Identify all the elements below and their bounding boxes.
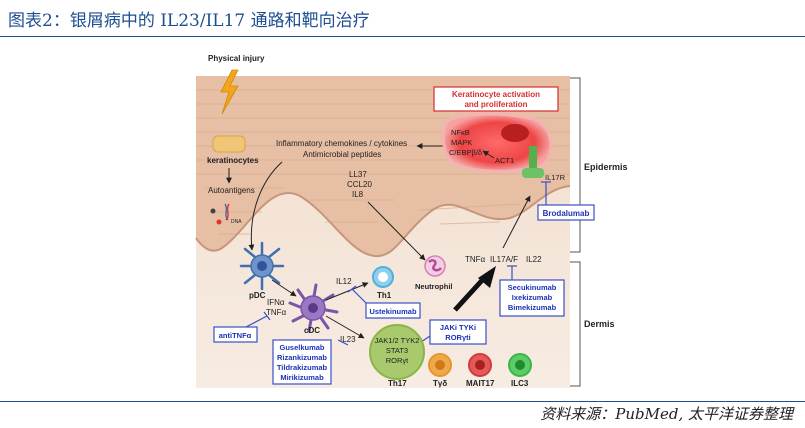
pdc-label: pDC bbox=[249, 291, 266, 300]
antitnfa-label: antiTNFα bbox=[219, 331, 252, 340]
dermis-bracket bbox=[570, 261, 581, 387]
il12-label: IL12 bbox=[336, 277, 352, 286]
rizankizumab-label: Rizankizumab bbox=[277, 353, 327, 362]
cdc-cell bbox=[288, 283, 339, 333]
ustekinumab-inhibit-line bbox=[351, 288, 369, 306]
th1-nucleus bbox=[378, 272, 388, 282]
skin-texture bbox=[196, 89, 570, 235]
brodalumab-label: Brodalumab bbox=[543, 209, 590, 218]
activation-box bbox=[433, 86, 559, 112]
il17r-receptor bbox=[522, 168, 544, 178]
keratinocyte-nucleus bbox=[501, 124, 529, 142]
ilc3-label: ILC3 bbox=[511, 379, 529, 388]
il17r-receptor bbox=[529, 146, 537, 170]
mait17-label: MAIT17 bbox=[466, 379, 495, 388]
autoantigen-dot bbox=[210, 208, 216, 214]
nfkb-label: NFκB bbox=[451, 128, 470, 137]
arrow-cdc-to-th1 bbox=[325, 282, 369, 301]
keratinocyte-icon bbox=[212, 135, 246, 153]
basement-membrane bbox=[195, 185, 571, 258]
epidermis-label: Epidermis bbox=[584, 162, 628, 172]
il23-label: IL23 bbox=[340, 335, 356, 344]
tgd-nucleus bbox=[435, 360, 445, 370]
ccl20-label: CCL20 bbox=[347, 180, 372, 189]
th17-output-arrow-shaft bbox=[453, 274, 488, 312]
antimicrobial-label: Antimicrobial peptides bbox=[303, 150, 381, 159]
act1-label: ACT1 bbox=[495, 156, 514, 165]
cebp-label: C/EBPβ/δ bbox=[449, 148, 482, 157]
tildrakizumab-label: Tildrakizumab bbox=[277, 363, 328, 372]
arrow-to-pdc bbox=[248, 161, 283, 251]
arrow-il17-to-receptor bbox=[502, 195, 531, 249]
arrow-to-neutrophil bbox=[367, 201, 426, 261]
il17r-label: IL17R bbox=[545, 173, 566, 182]
page-title: 图表2：银屑病中的 IL23/IL17 通路和靶向治疗 bbox=[8, 11, 370, 31]
mirikizumab-label: Mirikizumab bbox=[280, 373, 324, 382]
ustekinumab-box bbox=[365, 302, 421, 319]
jak-label-line2: RORγti bbox=[445, 333, 470, 342]
il17-drug-box bbox=[499, 279, 565, 317]
mait17-nucleus bbox=[475, 360, 485, 370]
th17-label: Th17 bbox=[388, 379, 407, 388]
dna-label: DNA bbox=[231, 219, 242, 225]
tgd-label: Tγδ bbox=[433, 379, 447, 388]
dna-icon bbox=[225, 203, 230, 221]
il22-label: IL22 bbox=[526, 255, 542, 264]
bimekizumab-label: Bimekizumab bbox=[508, 303, 557, 312]
antitnfa-inhibit-line bbox=[245, 315, 268, 328]
antitnfa-inhibit-bar bbox=[263, 311, 271, 321]
ustekinumab-label: Ustekinumab bbox=[369, 307, 417, 316]
th17-cell bbox=[369, 324, 425, 380]
il8-label: IL8 bbox=[352, 190, 364, 199]
jak-label-line1: JAKi TYKi bbox=[440, 323, 476, 332]
tnfa-small-label: TNFα bbox=[266, 308, 287, 317]
th17-output-arrow-head bbox=[478, 266, 496, 288]
epidermis-bracket bbox=[570, 77, 581, 253]
stat3-label: STAT3 bbox=[386, 346, 408, 355]
jak12-label: JAK1/2 TYK2 bbox=[375, 336, 420, 345]
title-divider bbox=[0, 36, 805, 37]
arrow-act1-to-tf bbox=[482, 150, 495, 159]
il17af-label: IL17A/F bbox=[490, 255, 518, 264]
activation-label-line2: and proliferation bbox=[464, 100, 527, 109]
footer-divider bbox=[0, 401, 805, 402]
neutrophil-nucleus bbox=[428, 259, 442, 272]
chemokines-label: Inflammatory chemokines / cytokines bbox=[276, 139, 407, 148]
brodalumab-box bbox=[537, 204, 595, 221]
neutrophil-label: Neutrophil bbox=[415, 282, 453, 291]
th1-label: Th1 bbox=[377, 291, 392, 300]
lightning-icon bbox=[220, 69, 239, 115]
tnfa-cytokine-label: TNFα bbox=[465, 255, 486, 264]
rorgt-label: RORγt bbox=[386, 356, 409, 365]
mapk-label: MAPK bbox=[451, 138, 472, 147]
pdc-cell bbox=[239, 241, 285, 291]
ll37-label: LL37 bbox=[349, 170, 367, 179]
autoantigens-label: Autoantigens bbox=[208, 186, 255, 195]
ixekizumab-label: Ixekizumab bbox=[512, 293, 553, 302]
arrow-cdc-to-th17 bbox=[325, 315, 365, 339]
arrow-pdc-to-cdc bbox=[271, 279, 297, 297]
ustekinumab-inhibit-bar bbox=[347, 285, 357, 293]
autoantigen-dot bbox=[216, 219, 222, 225]
keratinocytes-label: keratinocytes bbox=[207, 156, 259, 165]
physical-injury-label: Physical injury bbox=[208, 54, 265, 63]
secukinumab-label: Secukinumab bbox=[508, 283, 557, 292]
activation-label-line1: Keratinocyte activation bbox=[452, 90, 540, 99]
guselkumab-label: Guselkumab bbox=[279, 343, 324, 352]
antitnfa-box bbox=[213, 326, 258, 343]
il23-drug-box bbox=[272, 339, 332, 385]
cdc-label: cDC bbox=[304, 326, 320, 335]
jak-inhibitor-box bbox=[429, 319, 487, 345]
il23-inhibit-line bbox=[337, 339, 349, 346]
dermis-label: Dermis bbox=[584, 319, 615, 329]
ilc3-nucleus bbox=[515, 360, 525, 370]
ifna-label: IFNα bbox=[267, 298, 285, 307]
source-note: 资料来源：PubMed, 太平洋证券整理 bbox=[540, 405, 793, 423]
